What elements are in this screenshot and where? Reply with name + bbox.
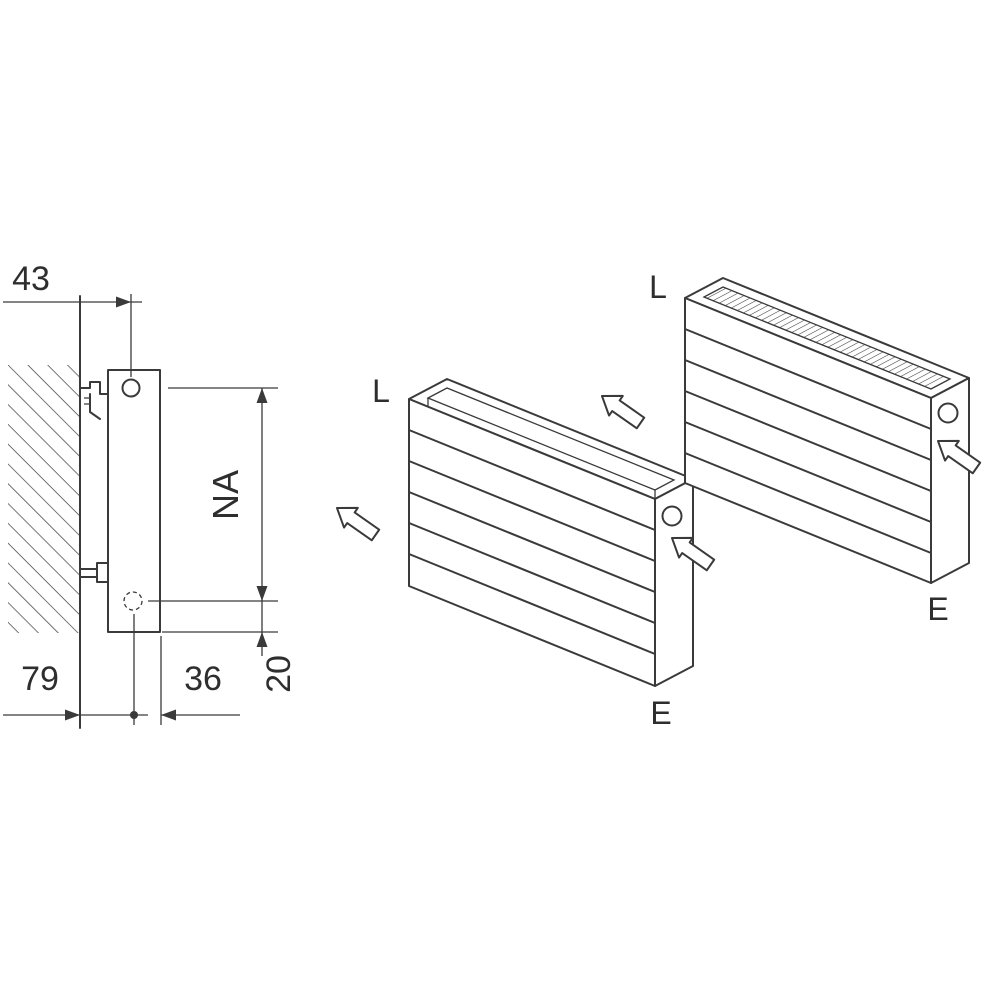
bracket-arm bbox=[89, 393, 101, 420]
slat-line bbox=[408, 522, 656, 624]
slat-line bbox=[684, 390, 932, 492]
flow-arrow bbox=[601, 394, 646, 430]
dim-dot bbox=[130, 711, 138, 719]
top-grille bbox=[702, 286, 952, 390]
side-face bbox=[654, 478, 694, 687]
slat-line bbox=[408, 429, 656, 531]
inlet-label: L bbox=[372, 373, 390, 409]
dim-arrow-up bbox=[256, 632, 268, 647]
side-face bbox=[930, 377, 970, 584]
slat-line bbox=[684, 359, 932, 461]
wall-hatch bbox=[8, 365, 80, 633]
dim-wall-offset: 43 bbox=[3, 260, 142, 377]
slat-line bbox=[408, 553, 656, 655]
inlet-label: L bbox=[649, 269, 667, 305]
dim-arrow-down bbox=[256, 586, 268, 601]
side-view: 43 NA 20 79 bbox=[3, 260, 298, 729]
dim-label-36: 36 bbox=[184, 660, 222, 698]
flow-arrow bbox=[937, 439, 982, 475]
front-slats bbox=[408, 429, 656, 655]
side-port-circle bbox=[937, 402, 959, 424]
dim-label-20: 20 bbox=[260, 655, 298, 693]
dim-arrow bbox=[116, 296, 131, 308]
outlet-label: E bbox=[927, 591, 948, 627]
slat-line bbox=[684, 452, 932, 554]
slat-line bbox=[684, 421, 932, 523]
radiator-side-body bbox=[107, 369, 161, 633]
dim-arrow bbox=[161, 709, 176, 721]
dim-arrow bbox=[65, 709, 80, 721]
bracket-hook bbox=[79, 381, 109, 395]
flow-arrow bbox=[671, 536, 716, 572]
front-slats bbox=[684, 328, 932, 554]
hidden-pipe-circle bbox=[123, 591, 143, 611]
valve-port-circle bbox=[121, 378, 141, 398]
grille-area bbox=[702, 286, 952, 390]
dim-bottom-clearance: 20 bbox=[162, 601, 298, 693]
flow-arrow bbox=[336, 506, 381, 542]
slat-line bbox=[684, 328, 932, 430]
side-port-circle bbox=[661, 505, 683, 527]
dim-pipe-to-front: 36 bbox=[160, 636, 240, 725]
radiator-rear-unit: L E bbox=[601, 269, 982, 627]
outlet-label: E bbox=[650, 695, 671, 731]
slat-line bbox=[408, 460, 656, 562]
dim-hub-distance: NA bbox=[148, 387, 278, 602]
dim-arrow-up bbox=[256, 388, 268, 403]
dim-wall-to-pipe: 79 bbox=[3, 614, 148, 725]
mounting-bracket-top bbox=[79, 381, 109, 420]
mounting-bracket-bottom bbox=[79, 562, 109, 583]
dim-label-79: 79 bbox=[21, 660, 59, 698]
dim-label-43: 43 bbox=[12, 260, 50, 298]
bracket-block bbox=[96, 562, 109, 583]
dim-label-na: NA bbox=[205, 470, 246, 520]
bracket-clip bbox=[84, 397, 91, 405]
slat-line bbox=[408, 491, 656, 593]
radiator-front-unit: L E bbox=[336, 373, 716, 731]
opening-rim bbox=[426, 387, 676, 491]
